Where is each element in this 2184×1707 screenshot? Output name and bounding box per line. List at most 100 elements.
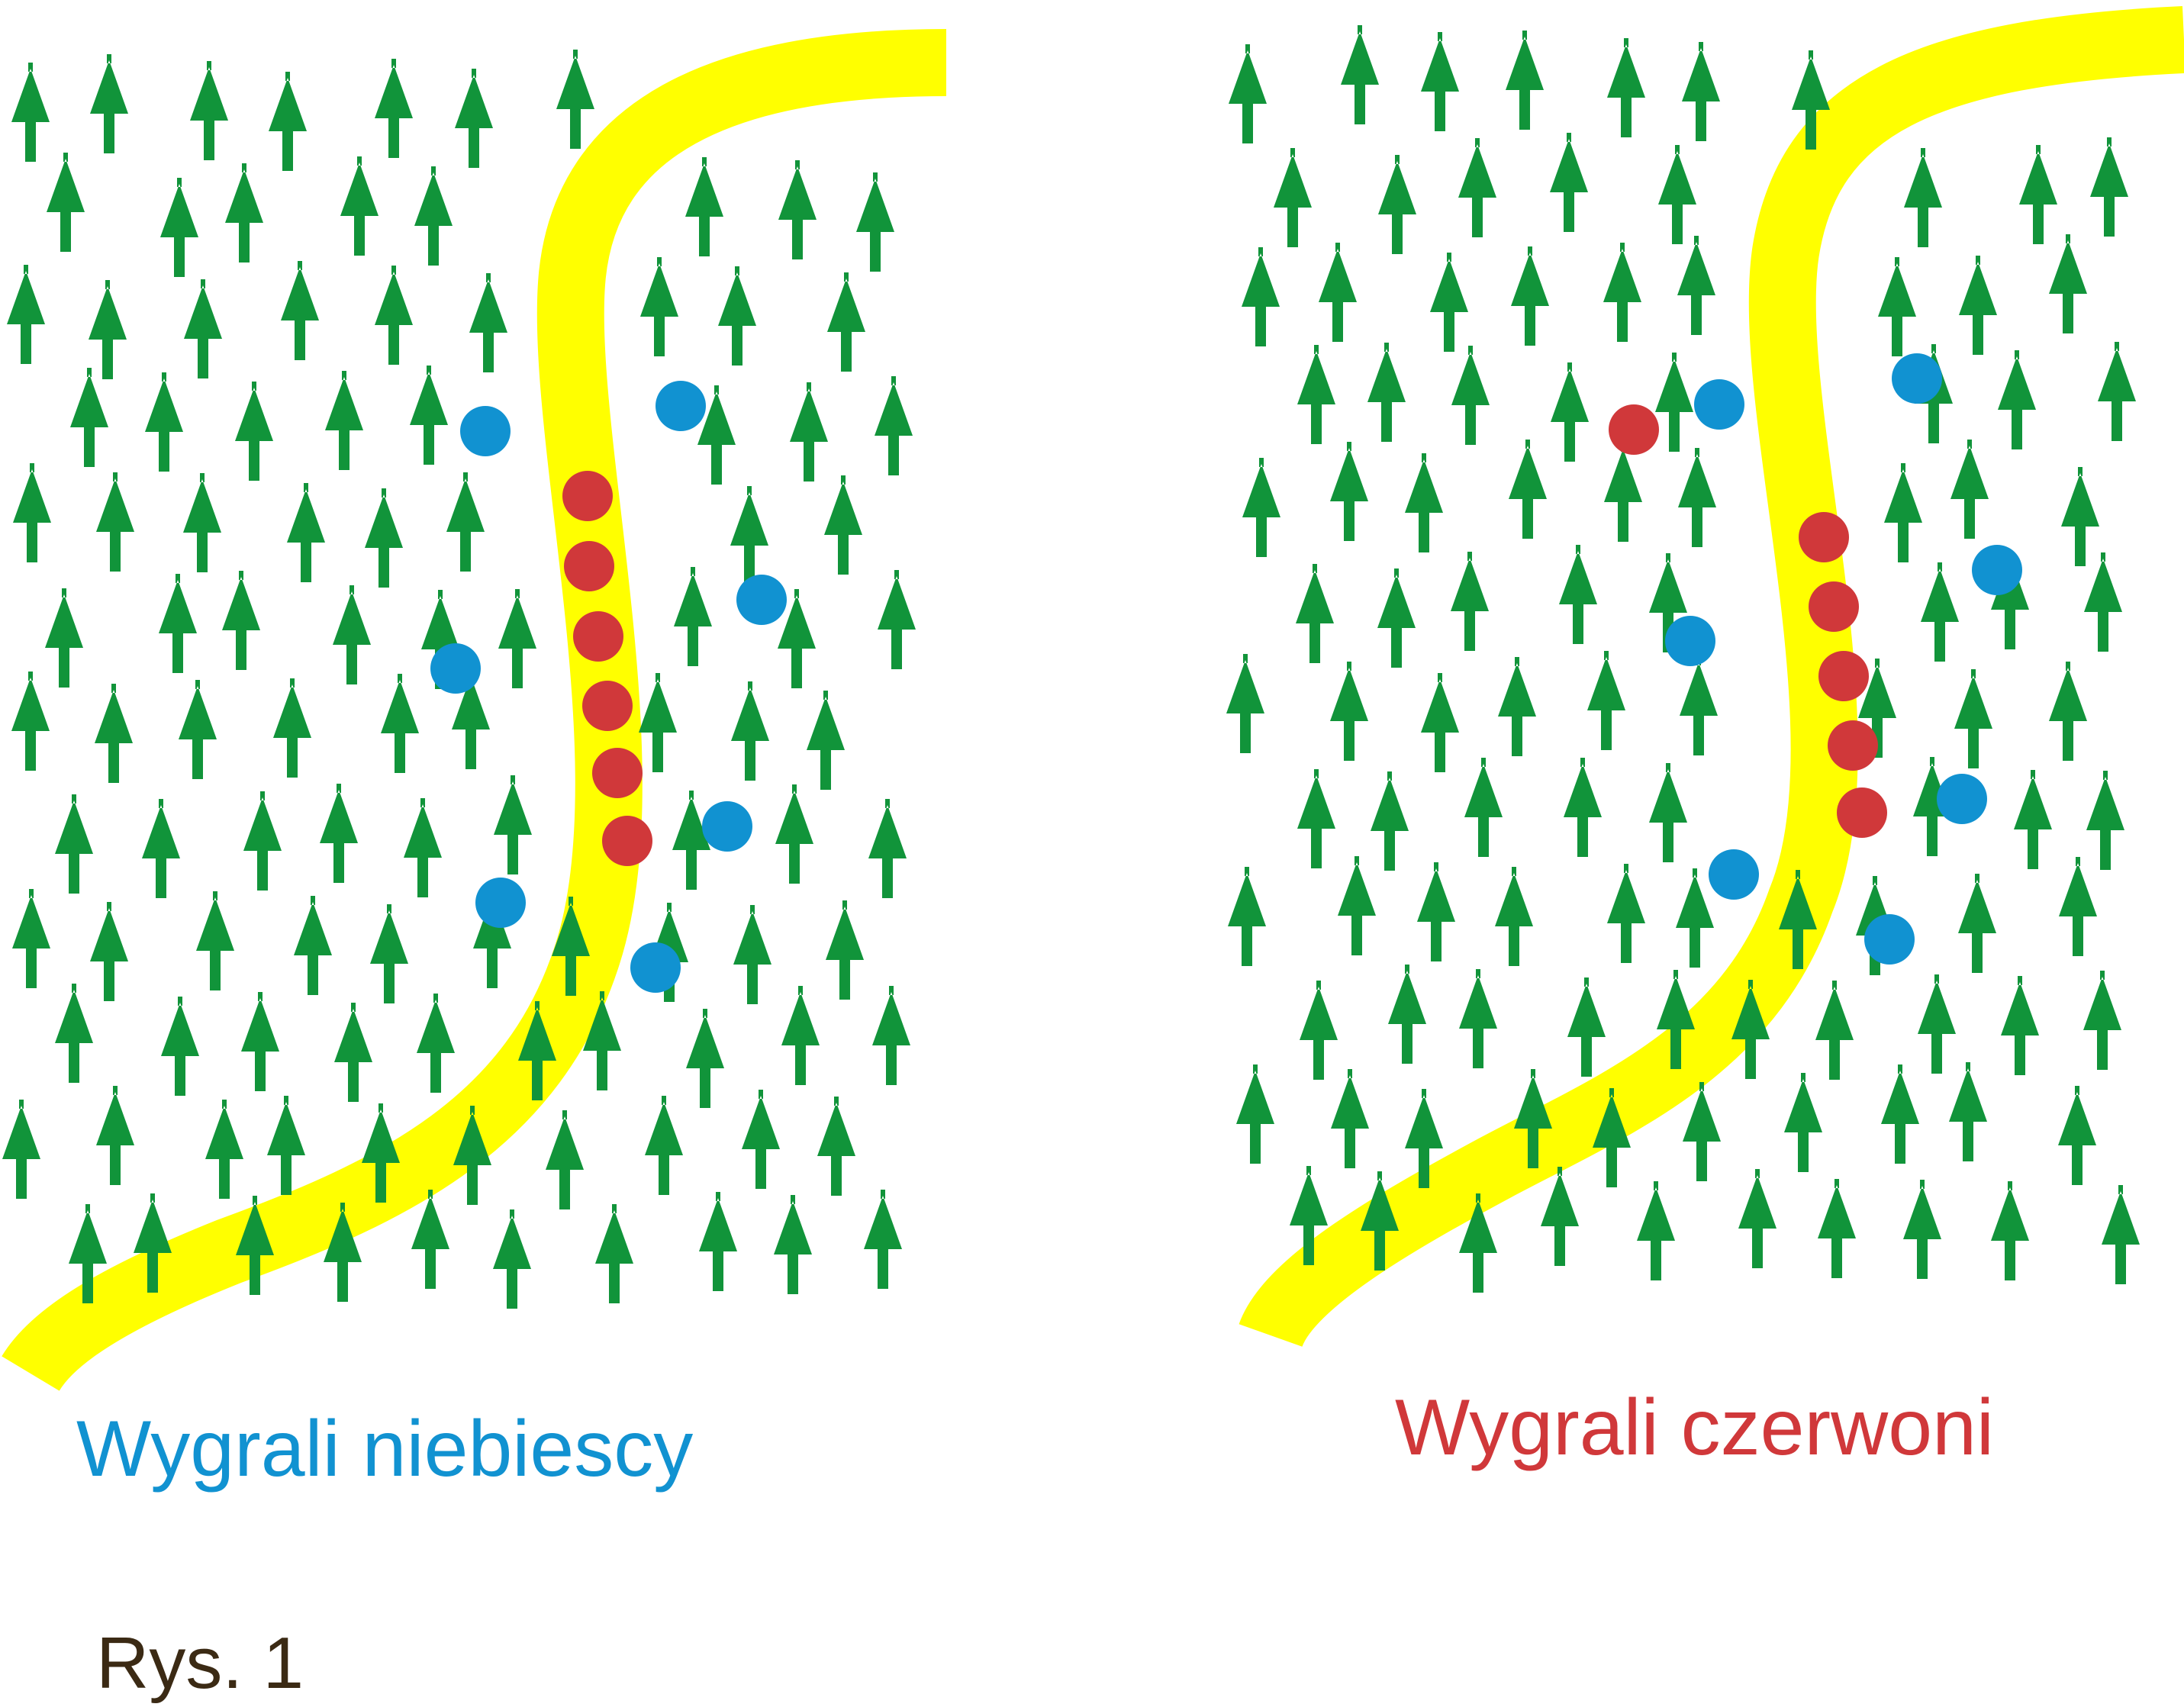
tree-icon	[1361, 1171, 1399, 1271]
tree-icon	[1514, 1069, 1552, 1168]
red-player-dot	[1837, 787, 1887, 838]
right-caption: Wygrali czerwoni	[1395, 1383, 1995, 1472]
right-forest	[1226, 25, 2140, 1293]
tree-icon	[2019, 145, 2057, 244]
tree-icon	[518, 1001, 556, 1100]
tree-icon	[1388, 965, 1426, 1064]
red-player-dot	[1828, 720, 1878, 771]
left-road	[2, 29, 947, 1393]
tree-icon	[1405, 1089, 1443, 1188]
tree-icon	[583, 991, 621, 1090]
tree-icon	[595, 1204, 633, 1303]
blue-player-dot	[1892, 353, 1942, 404]
tree-icon	[1541, 1167, 1579, 1266]
tree-icon	[1567, 977, 1606, 1077]
tree-icon	[778, 160, 817, 259]
tree-icon	[142, 799, 180, 898]
tree-icon	[1559, 545, 1597, 644]
tree-icon	[1991, 550, 2029, 649]
tree-icon	[1677, 236, 1715, 335]
tree-icon	[1903, 1180, 1941, 1279]
tree-icon	[95, 684, 133, 783]
tree-icon	[1950, 440, 1989, 539]
tree-icon	[1738, 1169, 1777, 1268]
tree-icon	[2058, 1086, 2096, 1185]
tree-icon	[868, 799, 907, 898]
red-player-dot	[564, 541, 614, 591]
tree-icon	[556, 50, 594, 149]
tree-icon	[1604, 443, 1642, 542]
tree-icon	[1464, 758, 1503, 857]
tree-icon	[334, 1003, 372, 1102]
tree-icon	[70, 368, 108, 467]
tree-icon	[1274, 148, 1312, 247]
tree-icon	[1498, 657, 1536, 756]
tree-icon	[2090, 137, 2128, 237]
tree-icon	[1511, 246, 1549, 346]
blue-player-dot	[1972, 545, 2022, 595]
tree-icon	[11, 63, 50, 162]
tree-icon	[872, 986, 910, 1085]
tree-icon	[697, 385, 736, 485]
tree-icon	[1881, 1064, 1919, 1164]
tree-icon	[184, 279, 222, 378]
tree-icon	[1954, 669, 1992, 768]
tree-icon	[2084, 552, 2122, 652]
tree-icon	[1792, 50, 1830, 150]
tree-icon	[807, 691, 845, 790]
tree-icon	[1818, 1179, 1856, 1278]
tree-icon	[1991, 1181, 2029, 1280]
tree-icon	[375, 59, 413, 158]
tree-icon	[2061, 467, 2099, 566]
tree-icon	[699, 1192, 737, 1291]
tree-icon	[1564, 758, 1602, 857]
tree-icon	[1784, 1073, 1822, 1172]
blue-player-dot	[460, 406, 511, 456]
tree-icon	[421, 590, 459, 689]
red-player-dot	[1799, 512, 1849, 562]
tree-icon	[1421, 32, 1459, 131]
tree-icon	[1417, 862, 1455, 961]
tree-icon	[452, 670, 490, 769]
tree-icon	[856, 172, 894, 272]
tree-icon	[1655, 353, 1693, 452]
left-forest	[2, 50, 916, 1309]
tree-icon	[1319, 243, 1357, 342]
tree-icon	[236, 1196, 274, 1295]
tree-icon	[1658, 145, 1696, 244]
tree-icon	[878, 570, 916, 669]
tree-icon	[55, 984, 93, 1083]
tree-icon	[446, 472, 485, 572]
tree-icon	[375, 266, 413, 365]
tree-icon	[1226, 654, 1264, 753]
blue-player-dot	[1709, 849, 1759, 900]
tree-icon	[1959, 256, 1997, 355]
tree-icon	[774, 1195, 812, 1294]
tree-icon	[1405, 453, 1443, 552]
tree-icon	[340, 156, 378, 256]
tree-icon	[1509, 440, 1547, 539]
blue-player-dot	[736, 575, 787, 625]
right-road	[1239, 6, 2184, 1349]
tree-icon	[1242, 247, 1280, 346]
tree-icon	[1451, 552, 1489, 651]
tree-icon	[730, 486, 768, 585]
tree-icon	[1458, 138, 1496, 237]
tree-icon	[13, 463, 51, 562]
tree-icon	[365, 488, 403, 588]
blue-player-dot	[702, 801, 752, 852]
tree-icon	[96, 472, 134, 572]
tree-icon	[1657, 970, 1695, 1069]
tree-icon	[324, 1203, 362, 1302]
blue-player-dot	[1937, 774, 1987, 824]
tree-icon	[1731, 980, 1770, 1079]
tree-icon	[864, 1190, 902, 1289]
tree-icon	[243, 791, 282, 891]
tree-icon	[205, 1100, 243, 1199]
tree-icon	[781, 986, 820, 1085]
blue-player-dot	[1864, 914, 1915, 965]
tree-icon	[1236, 1064, 1274, 1164]
tree-icon	[1678, 448, 1716, 547]
tree-icon	[2059, 857, 2097, 956]
